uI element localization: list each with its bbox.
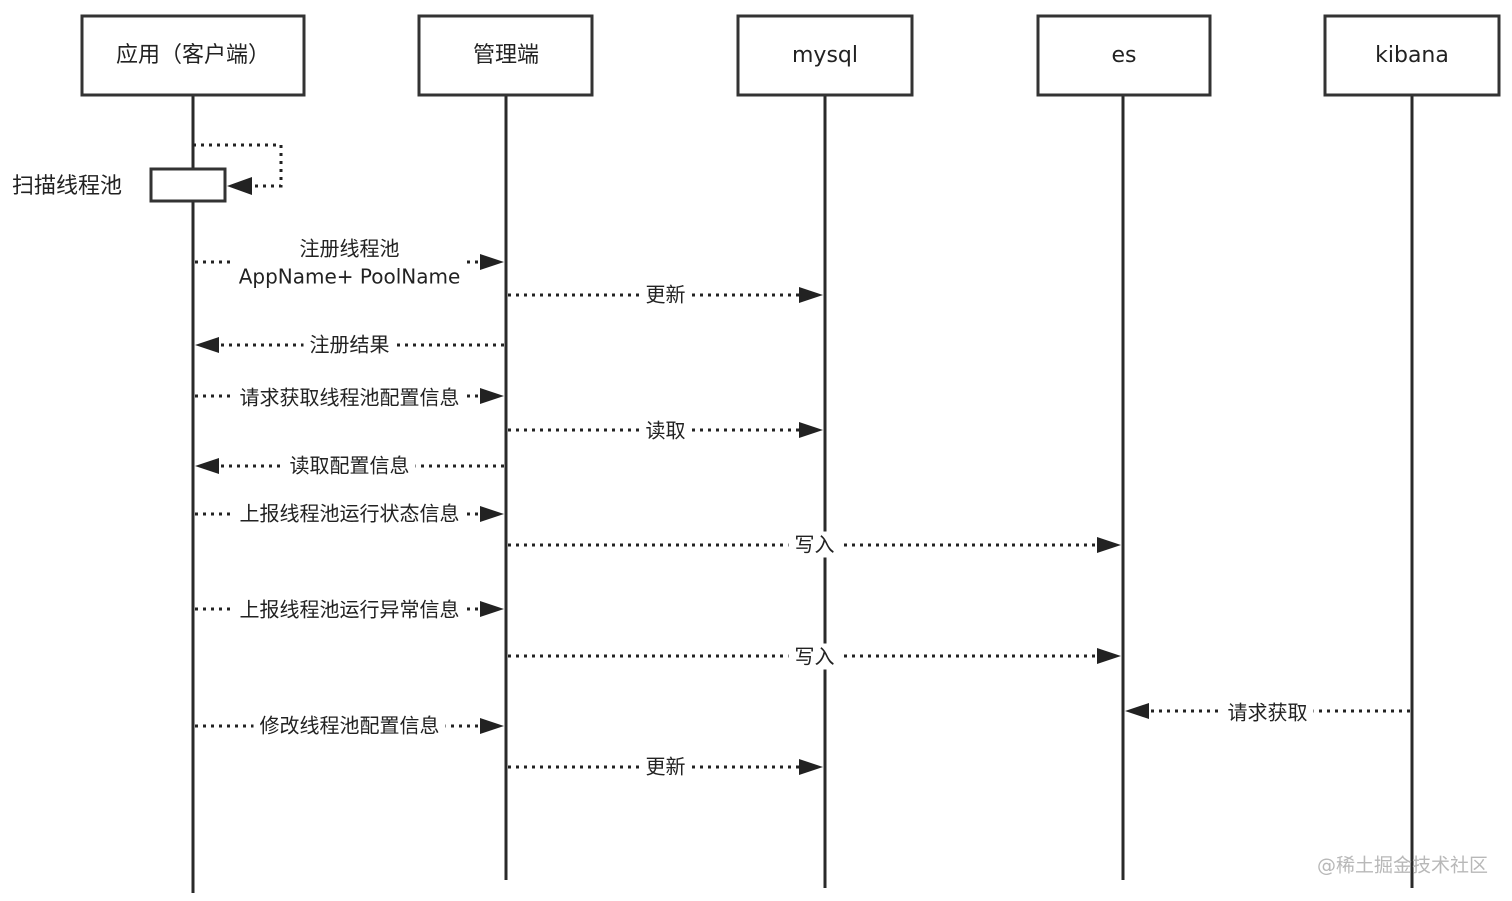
message: 注册线程池 AppName+ PoolName — [195, 235, 504, 290]
message-label: 读取 — [646, 419, 686, 443]
participant-label: es — [1112, 43, 1137, 68]
message-label: 上报线程池运行异常信息 — [240, 598, 460, 622]
label-background — [788, 531, 841, 558]
message: 写入 — [508, 643, 1121, 670]
participant-label: 应用（客户端） — [116, 43, 270, 68]
participant-admin: 管理端 — [417, 14, 594, 97]
activation-box — [149, 167, 227, 203]
message: 读取 — [508, 417, 823, 444]
message: 修改线程池配置信息 — [195, 712, 504, 739]
self-action-label: 扫描线程池 — [12, 174, 122, 199]
message: 读取配置信息 — [195, 452, 504, 479]
self-action-scan: 扫描线程池 — [12, 143, 283, 203]
label-background — [232, 235, 467, 290]
message-label: 修改线程池配置信息 — [260, 714, 440, 738]
message: 请求获取线程池配置信息 — [195, 384, 504, 411]
label-background — [639, 753, 692, 780]
label-background — [639, 281, 692, 308]
arrowhead — [480, 601, 504, 617]
arrowhead — [480, 254, 504, 270]
label-background — [788, 643, 841, 670]
label-background — [639, 417, 692, 444]
message: 请求获取 — [1125, 699, 1410, 726]
participant-label: 管理端 — [473, 43, 539, 68]
participant-kibana: kibana — [1323, 14, 1501, 97]
message-label: 注册结果 — [310, 333, 390, 357]
message: 注册结果 — [195, 331, 504, 358]
participant-mysql: mysql — [736, 14, 914, 97]
message-label: AppName+ PoolName — [239, 265, 461, 289]
message: 上报线程池运行异常信息 — [195, 596, 504, 623]
message-label: 请求获取线程池配置信息 — [240, 386, 460, 410]
arrowhead — [1097, 648, 1121, 664]
label-background — [233, 384, 466, 411]
message-label: 写入 — [795, 533, 835, 557]
message-label: 读取配置信息 — [290, 454, 410, 478]
message-label: 请求获取 — [1228, 701, 1308, 725]
label-background — [1221, 699, 1314, 726]
label-background — [233, 500, 466, 527]
arrowhead — [480, 506, 504, 522]
watermark: @稀土掘金技术社区 — [1317, 855, 1488, 877]
message-label: 上报线程池运行状态信息 — [240, 502, 460, 526]
label-background — [283, 452, 416, 479]
lifelines — [191, 95, 1414, 893]
arrowhead — [1097, 537, 1121, 553]
message-label: 更新 — [646, 283, 686, 307]
label-background — [303, 331, 396, 358]
arrowhead — [195, 458, 219, 474]
arrowhead — [1125, 703, 1149, 719]
arrowhead — [799, 287, 823, 303]
label-background — [253, 712, 446, 739]
message-label: 写入 — [795, 645, 835, 669]
message: 上报线程池运行状态信息 — [195, 500, 504, 527]
label-background — [233, 596, 466, 623]
arrowhead — [227, 177, 252, 195]
participant-label: kibana — [1375, 43, 1449, 68]
message: 写入 — [508, 531, 1121, 558]
arrowhead — [799, 759, 823, 775]
participant-es: es — [1036, 14, 1212, 97]
arrowhead — [799, 422, 823, 438]
participant-client: 应用（客户端） — [80, 14, 306, 97]
arrowhead — [480, 388, 504, 404]
message-label: 更新 — [646, 755, 686, 779]
message: 更新 — [508, 753, 823, 780]
participant-label: mysql — [792, 43, 858, 68]
message: 更新 — [508, 281, 823, 308]
arrowhead — [480, 718, 504, 734]
arrowhead — [195, 337, 219, 353]
message-label: 注册线程池 — [300, 237, 400, 261]
